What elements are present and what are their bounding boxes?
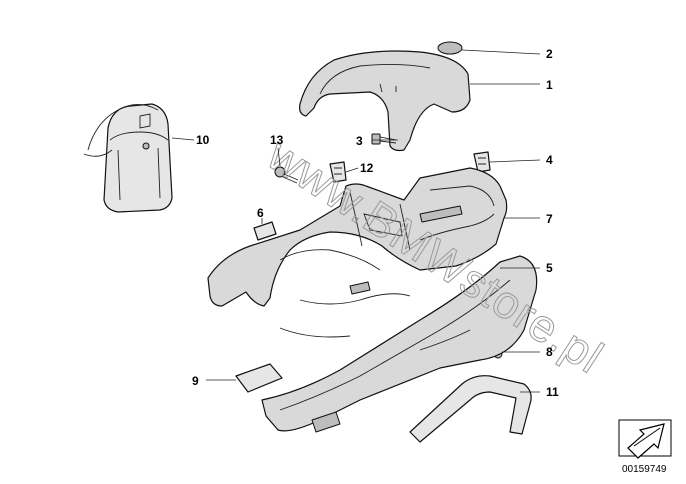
callout-2: 2 bbox=[546, 47, 553, 61]
callout-10: 10 bbox=[196, 133, 210, 147]
arrow-down-left-icon[interactable] bbox=[618, 419, 672, 459]
part-5-side-cover[interactable] bbox=[261, 255, 538, 433]
callout-11: 11 bbox=[546, 385, 559, 399]
callout-labels: 2 1 3 4 5 6 7 8 9 10 11 12 13 bbox=[192, 47, 559, 399]
part-10-bag[interactable] bbox=[83, 103, 173, 213]
callout-9: 9 bbox=[192, 374, 199, 388]
part-11-strip[interactable] bbox=[409, 375, 532, 443]
part-2-cap[interactable] bbox=[437, 41, 463, 55]
callout-1: 1 bbox=[546, 78, 553, 92]
callout-6: 6 bbox=[257, 206, 264, 220]
callout-3: 3 bbox=[356, 134, 363, 148]
callout-12: 12 bbox=[360, 161, 374, 175]
part-5-frame[interactable] bbox=[207, 167, 508, 338]
leader-lines bbox=[171, 49, 541, 393]
part-9-plate[interactable] bbox=[235, 363, 283, 393]
part-3-screw[interactable] bbox=[371, 133, 397, 145]
callout-13: 13 bbox=[270, 133, 284, 147]
part-4-clip[interactable] bbox=[473, 151, 491, 173]
callout-4: 4 bbox=[546, 153, 553, 167]
part-1-cover[interactable] bbox=[299, 50, 471, 152]
callout-8: 8 bbox=[546, 345, 553, 359]
part-12-clip[interactable] bbox=[329, 161, 347, 183]
part-6-bumper[interactable] bbox=[253, 221, 277, 241]
doc-number: 00159749 bbox=[622, 464, 667, 475]
callout-7: 7 bbox=[546, 212, 553, 226]
part-13-bolt[interactable] bbox=[274, 166, 299, 184]
callout-5: 5 bbox=[546, 261, 553, 275]
